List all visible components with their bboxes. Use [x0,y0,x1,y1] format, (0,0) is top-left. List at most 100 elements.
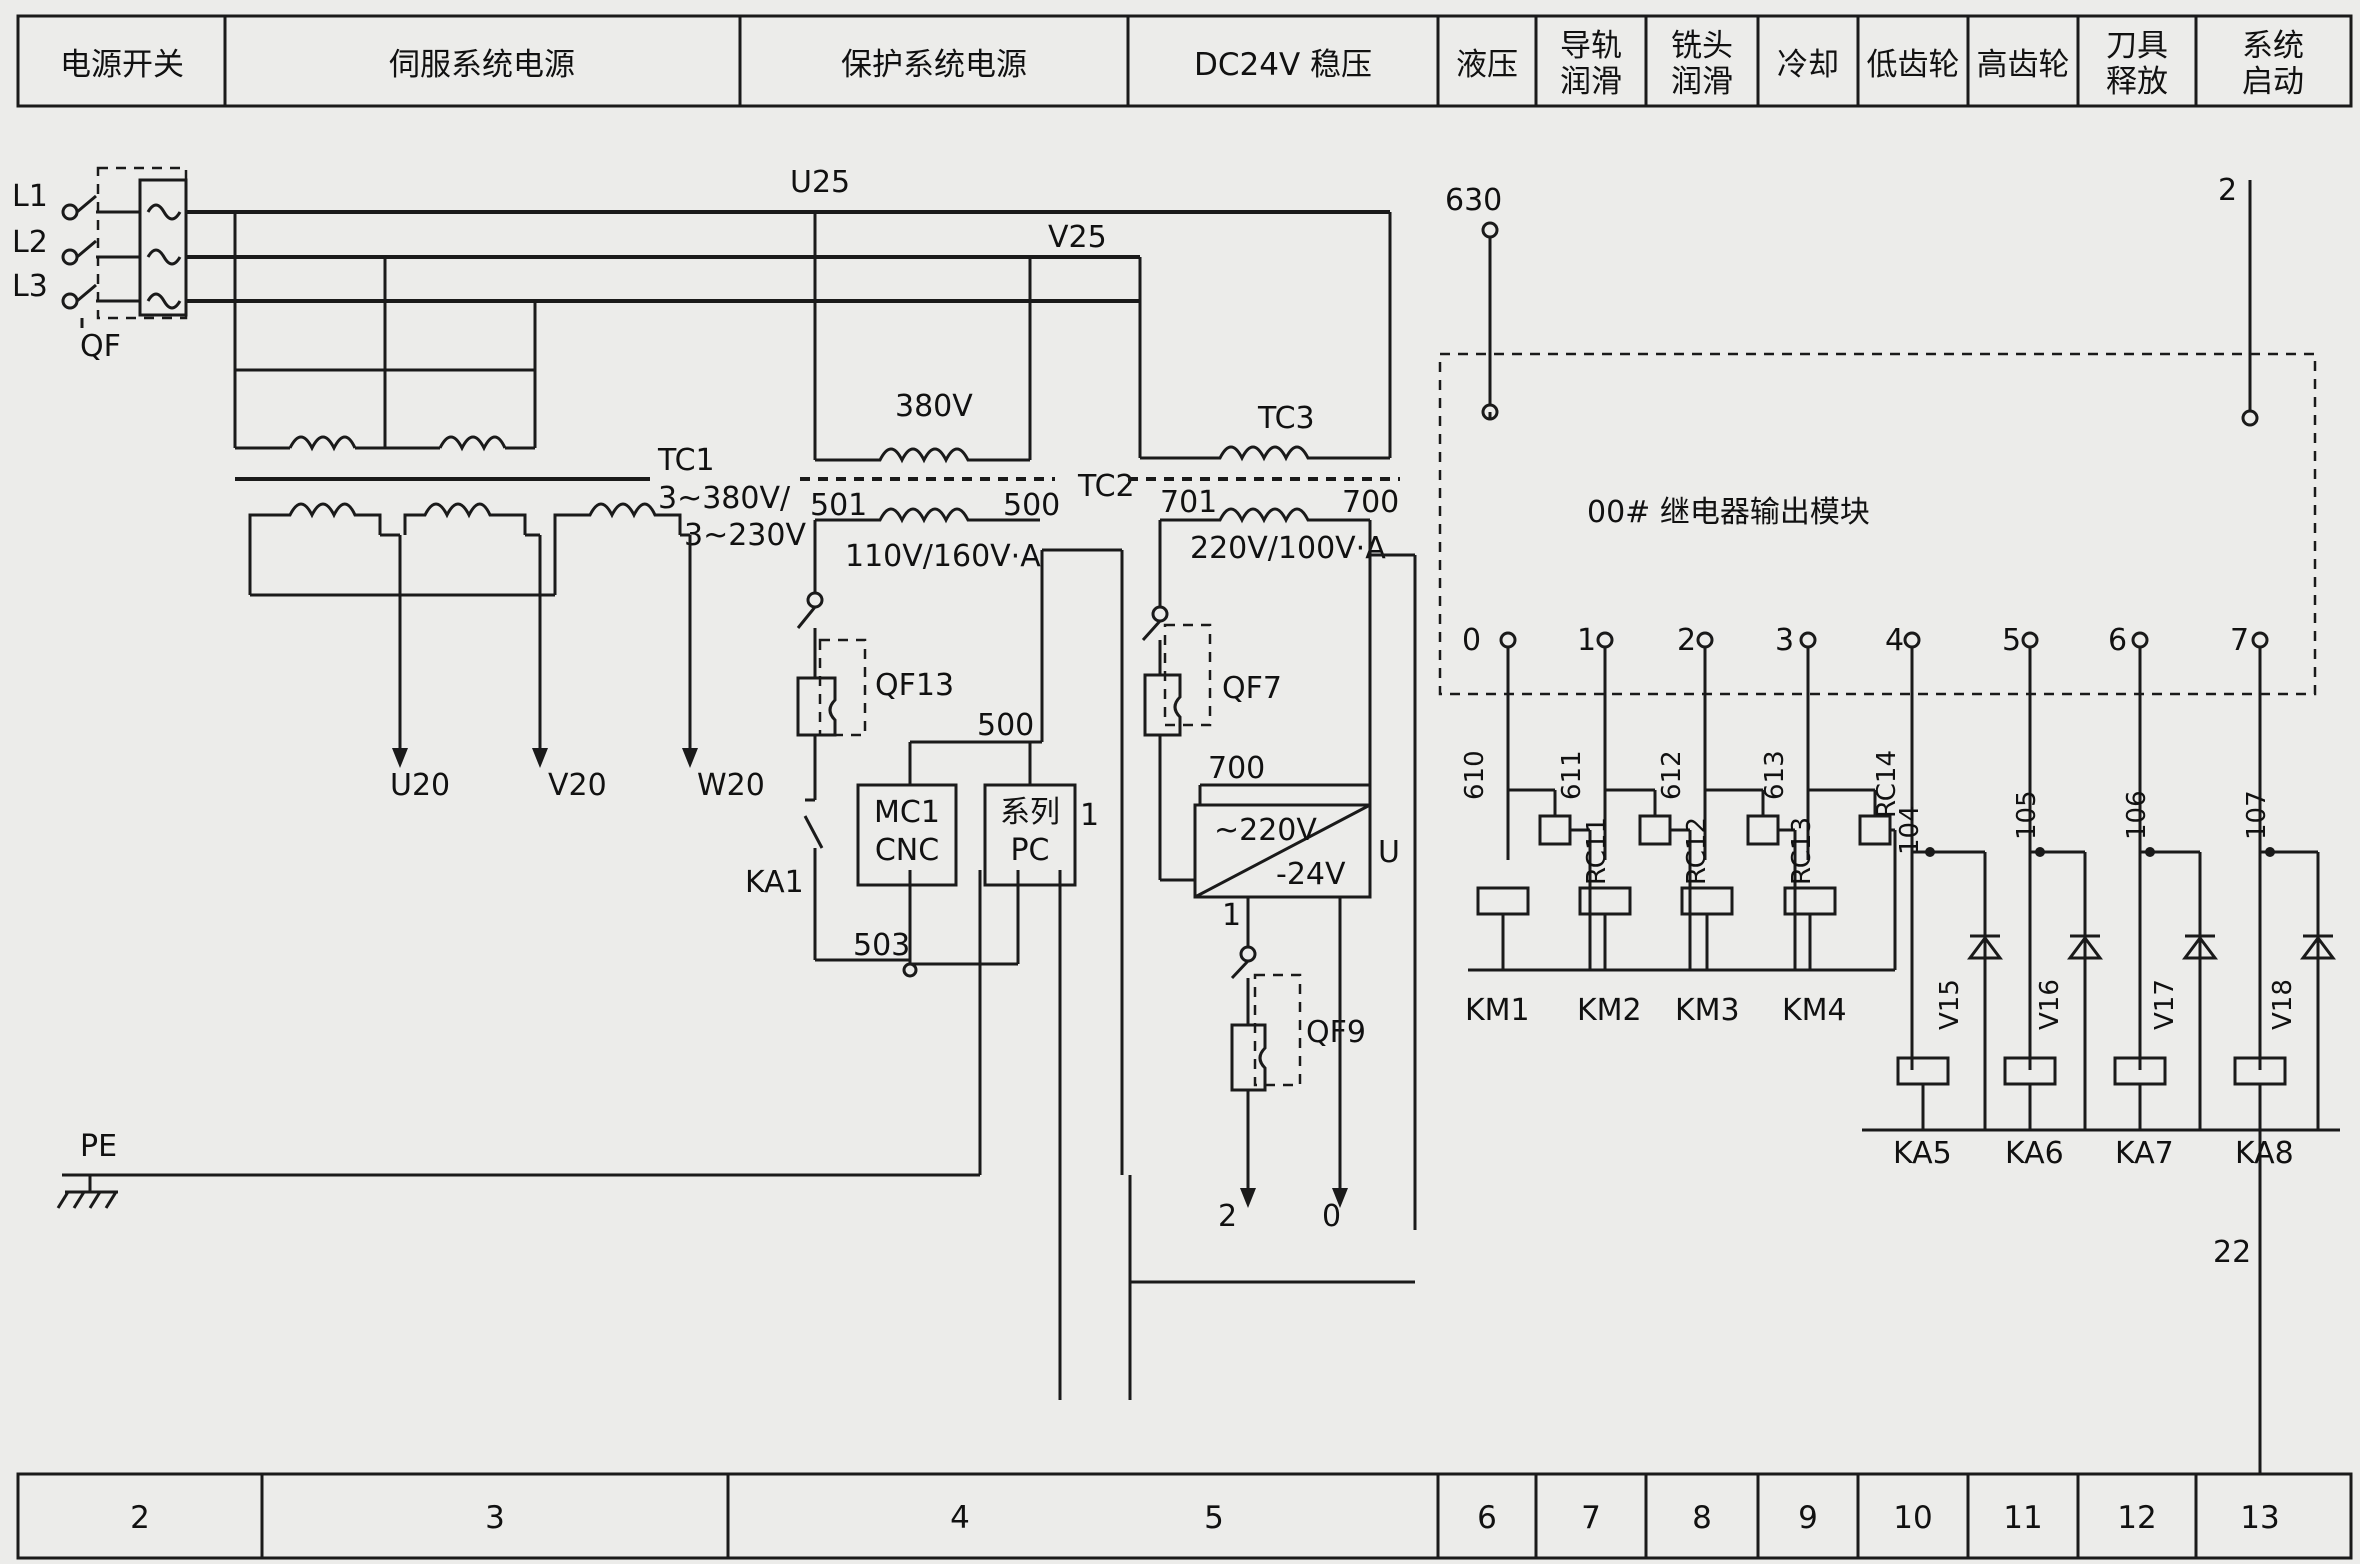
tc3-label: TC3 [1257,401,1315,436]
v16-label: V16 [2035,979,2065,1030]
footer-col-9: 9 [1798,1500,1818,1536]
pe-label: PE [80,1129,117,1164]
ka7-label: KA7 [2115,1136,2174,1171]
qf7-label: QF7 [1222,671,1282,706]
out-2: 2 [1677,623,1696,658]
footer-col-12: 12 [2117,1500,2156,1536]
phase-l3-label: L3 [12,269,48,304]
qf-label: QF [80,329,121,364]
ka1-label: KA1 [745,865,804,900]
psu-output-label: -24V [1276,857,1346,892]
out-3: 3 [1775,623,1794,658]
km4-label: KM4 [1782,993,1847,1028]
cnc-line1: MC1 [874,795,940,830]
header-table: 电源开关 伺服系统电源 保护系统电源 DC24V 稳压 液压 导轨 润滑 铣头 … [16,14,2353,108]
tc3-rating: 220V/100V·A [1190,531,1386,566]
wire-610: 610 [1460,750,1490,800]
wire-107: 107 [2242,790,2272,840]
out-0: 0 [1462,623,1481,658]
v15-label: V15 [1935,979,1965,1030]
psu-input-label: ~220V [1214,813,1317,848]
footer-col-7: 7 [1581,1500,1601,1536]
v18-label: V18 [2268,979,2298,1030]
header-guide-rail: 导轨 [1560,28,1622,64]
footer-col-6: 6 [1477,1500,1497,1536]
servo-out-w20: W20 [697,768,765,803]
footer-col-13: 13 [2240,1500,2279,1536]
qf9-label: QF9 [1306,1015,1366,1050]
node-700-label: 700 [1208,751,1265,786]
wire-611: 611 [1557,750,1587,800]
wire-22: 22 [2213,1235,2251,1270]
terminal-2-label: 2 [2218,173,2237,208]
ka8-label: KA8 [2235,1136,2294,1171]
footer-col-5: 5 [1204,1500,1224,1536]
pc-line2: PC [1010,833,1049,868]
footer-col-8: 8 [1692,1500,1712,1536]
header-milling-head-lube: 润滑 [1671,64,1733,100]
psu-name-label: U [1378,835,1400,870]
header-tool-release: 释放 [2106,64,2168,100]
tc2-label: TC2 [1077,469,1135,504]
header-protect-power: 保护系统电源 [841,47,1027,83]
tc2-rating: 110V/160V·A [845,539,1041,574]
wire-105: 105 [2012,790,2042,840]
node-500-label: 500 [977,708,1034,743]
tc3-sec-700: 700 [1342,485,1399,520]
out-6: 6 [2108,623,2127,658]
wire-106: 106 [2122,790,2152,840]
header-high-gear: 高齿轮 [1977,47,2070,83]
cnc-line2: CNC [875,833,939,868]
relay-module-title: 00# 继电器输出模块 [1587,495,1870,530]
terminal-630-label: 630 [1445,183,1502,218]
v17-label: V17 [2150,979,2180,1030]
out-4: 4 [1885,623,1904,658]
km1-label: KM1 [1465,993,1530,1028]
qf13-label: QF13 [875,668,954,703]
ka6-label: KA6 [2005,1136,2064,1171]
pc-line1: 系列 [1000,795,1060,830]
wire-104: 104 [1895,805,1925,855]
km2-label: KM2 [1577,993,1642,1028]
header-system-start: 启动 [2242,64,2304,100]
wire-612: 612 [1657,750,1687,800]
servo-out-u20: U20 [390,768,450,803]
dc24-out-2: 2 [1218,1199,1237,1234]
header-low-gear: 低齿轮 [1867,47,1960,83]
out-7: 7 [2230,623,2249,658]
psu-pin-1: 1 [1222,898,1241,933]
power-input: L1 L2 L3 QF [12,166,1390,364]
dc24-supply: TC3 701 700 220V/100V·A QF7 700 ~220V -2… [1128,212,1417,1284]
tc1-ratio-line2: 3~230V [684,518,806,553]
header-servo-power: 伺服系统电源 [389,47,575,83]
tc2-primary-label: 380V [895,389,973,424]
footer-col-3: 3 [485,1500,505,1536]
rc13-label: RC13 [1787,817,1817,885]
servo-out-v20: V20 [548,768,607,803]
footer-col-11: 11 [2003,1500,2042,1536]
tc3-sec-701: 701 [1160,485,1217,520]
header-guide-rail-lube: 润滑 [1560,64,1622,100]
misc-wiring [1058,870,1132,1400]
u25-label: U25 [790,165,850,200]
footer-col-4: 4 [950,1500,970,1536]
ka5-label: KA5 [1893,1136,1952,1171]
header-system: 系统 [2242,28,2304,64]
pc-pin-1: 1 [1080,798,1099,833]
v25-label: V25 [1048,220,1107,255]
out-1: 1 [1577,623,1596,658]
rc14-label: RC14 [1872,750,1902,818]
header-power-switch: 电源开关 [60,47,184,83]
tc2-sec-501: 501 [810,488,867,523]
relay-module: 00# 继电器输出模块 630 2 0 1 2 3 4 5 6 7 610 61… [1438,173,2340,1474]
header-tool: 刀具 [2106,28,2168,64]
wire-613: 613 [1760,750,1790,800]
header-hydraulic: 液压 [1456,47,1518,83]
header-milling-head: 铣头 [1671,28,1733,64]
node-503-label: 503 [853,928,910,963]
km3-label: KM3 [1675,993,1740,1028]
rc12-label: RC12 [1682,817,1712,885]
servo-transformer: TC1 3~380V/ 3~230V U20 V20 W20 PE [56,212,980,1209]
header-dc24-regulator: DC24V 稳压 [1194,47,1372,83]
